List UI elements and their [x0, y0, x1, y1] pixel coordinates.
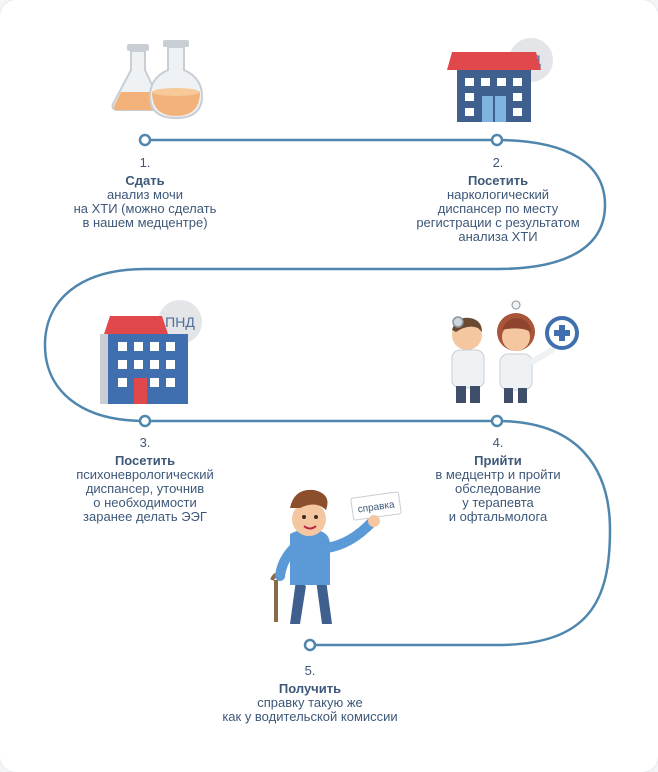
step-number: 1. [139, 155, 151, 170]
step-title: Получить [278, 681, 342, 696]
step-text: в нашем медцентре) [82, 215, 208, 230]
step-text: диспансер по месту [437, 201, 559, 216]
step-text: и офтальмолога [448, 509, 548, 524]
pnd-badge-label: ПНД [165, 314, 195, 330]
certificate-label: справка [357, 499, 396, 515]
step-number: 3. [139, 435, 151, 450]
doctors-icon [451, 300, 579, 403]
step-text: как у водительской комиссии [222, 709, 398, 724]
step-text: анализ мочи [107, 187, 183, 202]
step-5: 5. Получить справку такую же как у водит… [200, 664, 420, 724]
step-text: наркологический [446, 187, 550, 202]
step-text: психоневрологический [76, 467, 214, 482]
psycho-building-icon: ПНД [100, 300, 202, 404]
step-1: 1. Сдать анализ мочи на ХТИ (можно сдела… [45, 156, 245, 230]
step-number: 5. [304, 663, 316, 678]
step-2-marker [490, 133, 504, 147]
step-5-marker [303, 638, 317, 652]
step-1-marker [138, 133, 152, 147]
step-3-marker [138, 414, 152, 428]
narco-building-icon: НД [447, 38, 553, 122]
step-text: у терапевта [462, 495, 534, 510]
step-title: Прийти [474, 453, 522, 468]
step-title: Сдать [125, 173, 165, 188]
step-text: заранее делать ЭЭГ [83, 509, 207, 524]
lab-flasks-icon [111, 40, 204, 120]
step-title: Посетить [467, 173, 529, 188]
step-text: обследование [454, 481, 542, 496]
pnd-badge [158, 300, 202, 344]
step-title: Посетить [114, 453, 176, 468]
step-text: диспансер, уточнив [85, 481, 205, 496]
step-text: регистрации с результатом [416, 215, 580, 230]
step-4: 4. Прийти в медцентр и пройти обследован… [400, 436, 596, 524]
step-number: 4. [492, 435, 504, 450]
step-3: 3. Посетить психоневрологический диспанс… [45, 436, 245, 524]
step-4-marker [490, 414, 504, 428]
step-text: о необходимости [93, 495, 197, 510]
step-text: анализа ХТИ [458, 229, 538, 244]
step-text: справку такую же [257, 695, 363, 710]
man-with-certificate-icon: справка [270, 489, 402, 624]
step-text: на ХТИ (можно сделать [73, 201, 217, 216]
step-2: 2. Посетить наркологический диспансер по… [400, 156, 596, 244]
step-text: в медцентр и пройти [435, 467, 561, 482]
step-number: 2. [492, 155, 504, 170]
